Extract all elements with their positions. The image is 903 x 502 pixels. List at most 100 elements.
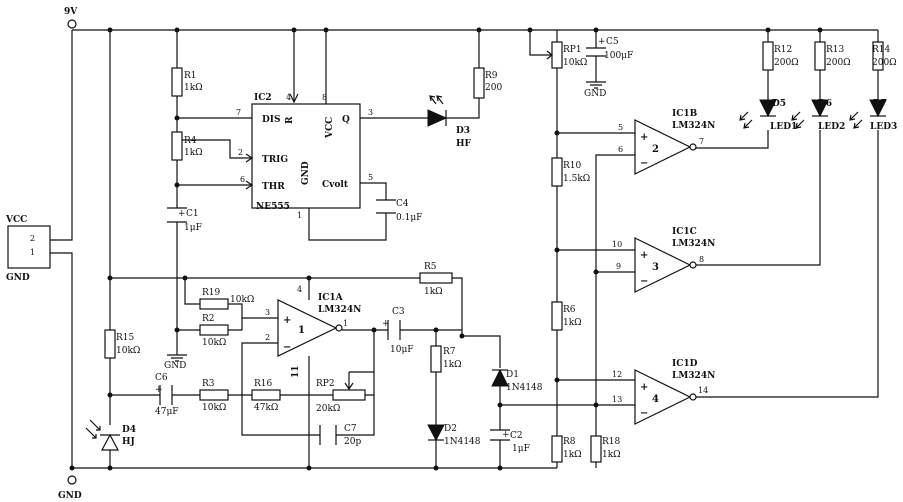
- ne555-vcc-pin: VCC: [325, 117, 335, 139]
- power-connector: 2 1 VCC GND: [5, 215, 51, 283]
- resistor-r12: R12 200Ω: [762, 41, 799, 71]
- ne555-part: NE555: [256, 202, 290, 212]
- svg-text:RP2: RP2: [316, 379, 335, 389]
- svg-text:LM324N: LM324N: [672, 121, 715, 131]
- wires: [50, 29, 879, 469]
- svg-text:1: 1: [343, 319, 348, 328]
- resistor-r19: R19 10kΩ: [199, 288, 254, 310]
- diode-d2: D2 1N4148: [427, 424, 481, 447]
- svg-text:R2: R2: [202, 314, 215, 324]
- resistor-r16: R16 47kΩ: [251, 379, 281, 413]
- svg-text:+: +: [640, 250, 648, 261]
- capacitor-c4: C4 0.1μF: [376, 199, 422, 223]
- svg-text:LM324N: LM324N: [672, 239, 715, 249]
- svg-text:10μF: 10μF: [390, 345, 414, 355]
- diode-d1: D1 1N4148: [491, 368, 543, 393]
- svg-text:10kΩ: 10kΩ: [202, 403, 226, 413]
- svg-text:+: +: [382, 319, 390, 329]
- capacitor-c3: + C3 10μF: [382, 307, 414, 355]
- connector-pin-2: 2: [30, 234, 35, 243]
- svg-text:10kΩ: 10kΩ: [202, 338, 226, 348]
- svg-text:1kΩ: 1kΩ: [184, 83, 203, 93]
- potentiometer-rp2: RP2 20kΩ: [316, 371, 374, 414]
- svg-text:C5: C5: [606, 37, 619, 47]
- connector-gnd-label: GND: [6, 273, 30, 283]
- ne555-thr-pin: THR: [262, 182, 285, 192]
- ne555-pin-6: 6: [240, 175, 245, 184]
- svg-text:−: −: [283, 342, 291, 353]
- ne555-q-pin: Q: [342, 115, 350, 125]
- ne555-dis-pin: DIS: [262, 115, 281, 125]
- connector-vcc-label: VCC: [5, 215, 27, 225]
- svg-text:5: 5: [618, 123, 623, 132]
- svg-text:R7: R7: [443, 347, 456, 357]
- svg-text:47μF: 47μF: [155, 407, 179, 417]
- svg-text:LED3: LED3: [870, 122, 897, 132]
- led-d7: D7 LED3: [849, 99, 897, 132]
- svg-text:1μF: 1μF: [512, 444, 530, 454]
- svg-text:8: 8: [699, 255, 704, 264]
- photodiode-d4: D4 HJ: [85, 419, 136, 451]
- svg-text:LED2: LED2: [818, 122, 845, 132]
- svg-text:−: −: [640, 158, 648, 169]
- svg-text:13: 13: [612, 395, 622, 404]
- svg-text:D5: D5: [772, 99, 786, 109]
- capacitor-c1: + C1 1μF: [167, 207, 202, 233]
- svg-text:IC1B: IC1B: [672, 109, 698, 119]
- ne555-pin-5: 5: [368, 173, 373, 182]
- svg-text:4: 4: [297, 285, 302, 294]
- svg-text:1kΩ: 1kΩ: [563, 450, 582, 460]
- supply-terminal: 9V GND: [58, 7, 82, 501]
- supply-voltage-label: 9V: [64, 7, 78, 17]
- svg-text:RP1: RP1: [563, 45, 582, 55]
- svg-text:D6: D6: [818, 99, 832, 109]
- ground-symbol-c1: GND: [164, 354, 187, 371]
- svg-text:+: +: [640, 382, 648, 393]
- svg-text:+: +: [283, 315, 291, 326]
- svg-text:LM324N: LM324N: [672, 371, 715, 381]
- ne555-pin-4: 4: [286, 93, 291, 102]
- svg-text:R6: R6: [563, 305, 576, 315]
- resistor-r9: R9 200: [473, 67, 502, 99]
- svg-text:IC1D: IC1D: [672, 359, 698, 369]
- svg-text:10kΩ: 10kΩ: [230, 295, 254, 305]
- opamp-ic1a: + − 1 IC1A LM324N 3 2 1 4 11: [265, 285, 361, 378]
- svg-text:2: 2: [652, 144, 659, 155]
- resistor-r1: R1 1kΩ: [171, 67, 203, 97]
- resistor-r18: R18 1kΩ: [590, 435, 621, 463]
- resistor-r7: R7 1kΩ: [430, 345, 462, 373]
- svg-text:10: 10: [612, 240, 622, 249]
- svg-text:1kΩ: 1kΩ: [424, 287, 443, 297]
- diode-d3: D3 HF: [427, 95, 472, 149]
- ne555-reset-pin: R: [285, 116, 295, 124]
- resistor-r13: R13 200Ω: [814, 41, 851, 71]
- svg-text:+: +: [155, 385, 163, 395]
- svg-text:C6: C6: [155, 373, 168, 383]
- svg-text:LM324N: LM324N: [318, 305, 361, 315]
- svg-text:+: +: [502, 430, 510, 440]
- svg-text:100μF: 100μF: [604, 51, 633, 61]
- svg-text:6: 6: [618, 145, 623, 154]
- svg-text:47kΩ: 47kΩ: [254, 403, 278, 413]
- capacitor-c7: C7 20p: [319, 424, 361, 447]
- svg-text:10kΩ: 10kΩ: [116, 346, 140, 356]
- svg-text:+: +: [598, 37, 606, 47]
- ne555-ref: IC2: [254, 93, 272, 103]
- svg-text:R13: R13: [826, 45, 845, 55]
- opamp-ic1d: + − 4 IC1D LM324N 12 13 14: [612, 359, 715, 425]
- ne555-pin-2: 2: [238, 148, 243, 157]
- svg-text:C2: C2: [510, 431, 523, 441]
- svg-text:R18: R18: [602, 437, 621, 447]
- svg-text:2: 2: [265, 333, 270, 342]
- svg-text:1μF: 1μF: [184, 223, 202, 233]
- svg-text:D4: D4: [122, 425, 136, 435]
- svg-text:LED1: LED1: [770, 122, 797, 132]
- resistor-r4: R4 1kΩ: [171, 131, 203, 161]
- svg-text:C7: C7: [344, 424, 357, 434]
- ground-terminal-label: GND: [58, 491, 82, 501]
- opamp-ic1c: + − 3 IC1C LM324N 10 9 8: [612, 227, 715, 293]
- svg-text:10kΩ: 10kΩ: [563, 58, 587, 68]
- svg-text:12: 12: [612, 370, 622, 379]
- svg-text:D3: D3: [456, 126, 470, 136]
- svg-text:20p: 20p: [344, 437, 361, 447]
